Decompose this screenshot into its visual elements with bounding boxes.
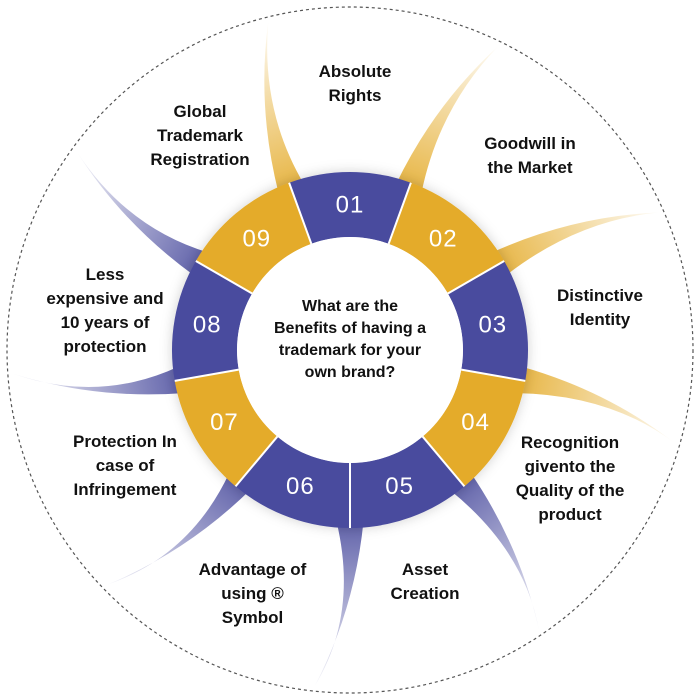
benefit-label-global-registration: Global Trademark Registration [150,102,250,169]
ray-09 [264,22,305,194]
separator-01 [288,182,313,245]
separator-09 [195,260,253,295]
benefit-label-goodwill: Goodwill in the Market [484,134,576,177]
ring-segment-07 [174,369,278,487]
center-question: What are the Benefits of having a tradem… [273,298,427,381]
benefit-label-distinctive-identity: Distinctive Identity [557,286,643,329]
segment-number-05: 05 [385,473,414,500]
ray-01 [395,46,499,194]
ray-08 [76,151,209,276]
benefit-label-absolute-rights: Absolute Rights [318,62,392,105]
ray-03 [516,366,675,444]
ray-05 [314,521,364,687]
ring-segment-08 [172,261,253,381]
ring-separators [174,182,526,528]
separator-05 [421,435,466,487]
segment-number-07: 07 [210,409,239,436]
separator-03 [447,260,505,295]
ray-02 [491,212,659,276]
segment-number-08: 08 [193,311,222,338]
segment-number-06: 06 [286,473,315,500]
center-circle [237,237,463,463]
ring-segment-02 [388,182,505,294]
separator-02 [387,182,412,245]
outer-dashed-circle [6,6,694,694]
segment-number-03: 03 [478,311,507,338]
segment-number-04: 04 [461,409,490,436]
ring-segment-09 [195,182,312,294]
ring-segment-03 [447,261,528,381]
benefit-label-asset-creation: Asset Creation [390,560,460,603]
ring-segment-01 [289,172,411,244]
separator-04 [461,368,526,382]
segment-number-09: 09 [242,225,271,252]
benefit-label-advantage-symbol: Advantage of using ® Symbol [198,560,307,627]
ring-segment-04 [422,369,526,487]
ray-06 [106,472,251,585]
ring-segments [172,172,528,528]
benefit-label-protection: Protection In case of Infringement [73,432,177,499]
segment-number-02: 02 [429,225,458,252]
ray-07 [12,366,184,395]
segment-number-01: 01 [336,192,365,219]
ring-segment-05 [350,436,465,528]
ring-segment-06 [235,436,350,528]
separator-08 [174,368,239,382]
benefit-label-less-expensive: Less expensive and 10 years of protectio… [46,265,164,356]
benefit-label-recognition: Recognition givento the Quality of the p… [515,433,625,524]
separator-07 [234,435,279,487]
segment-numbers: 01 02 03 04 05 06 07 08 09 [193,192,507,500]
